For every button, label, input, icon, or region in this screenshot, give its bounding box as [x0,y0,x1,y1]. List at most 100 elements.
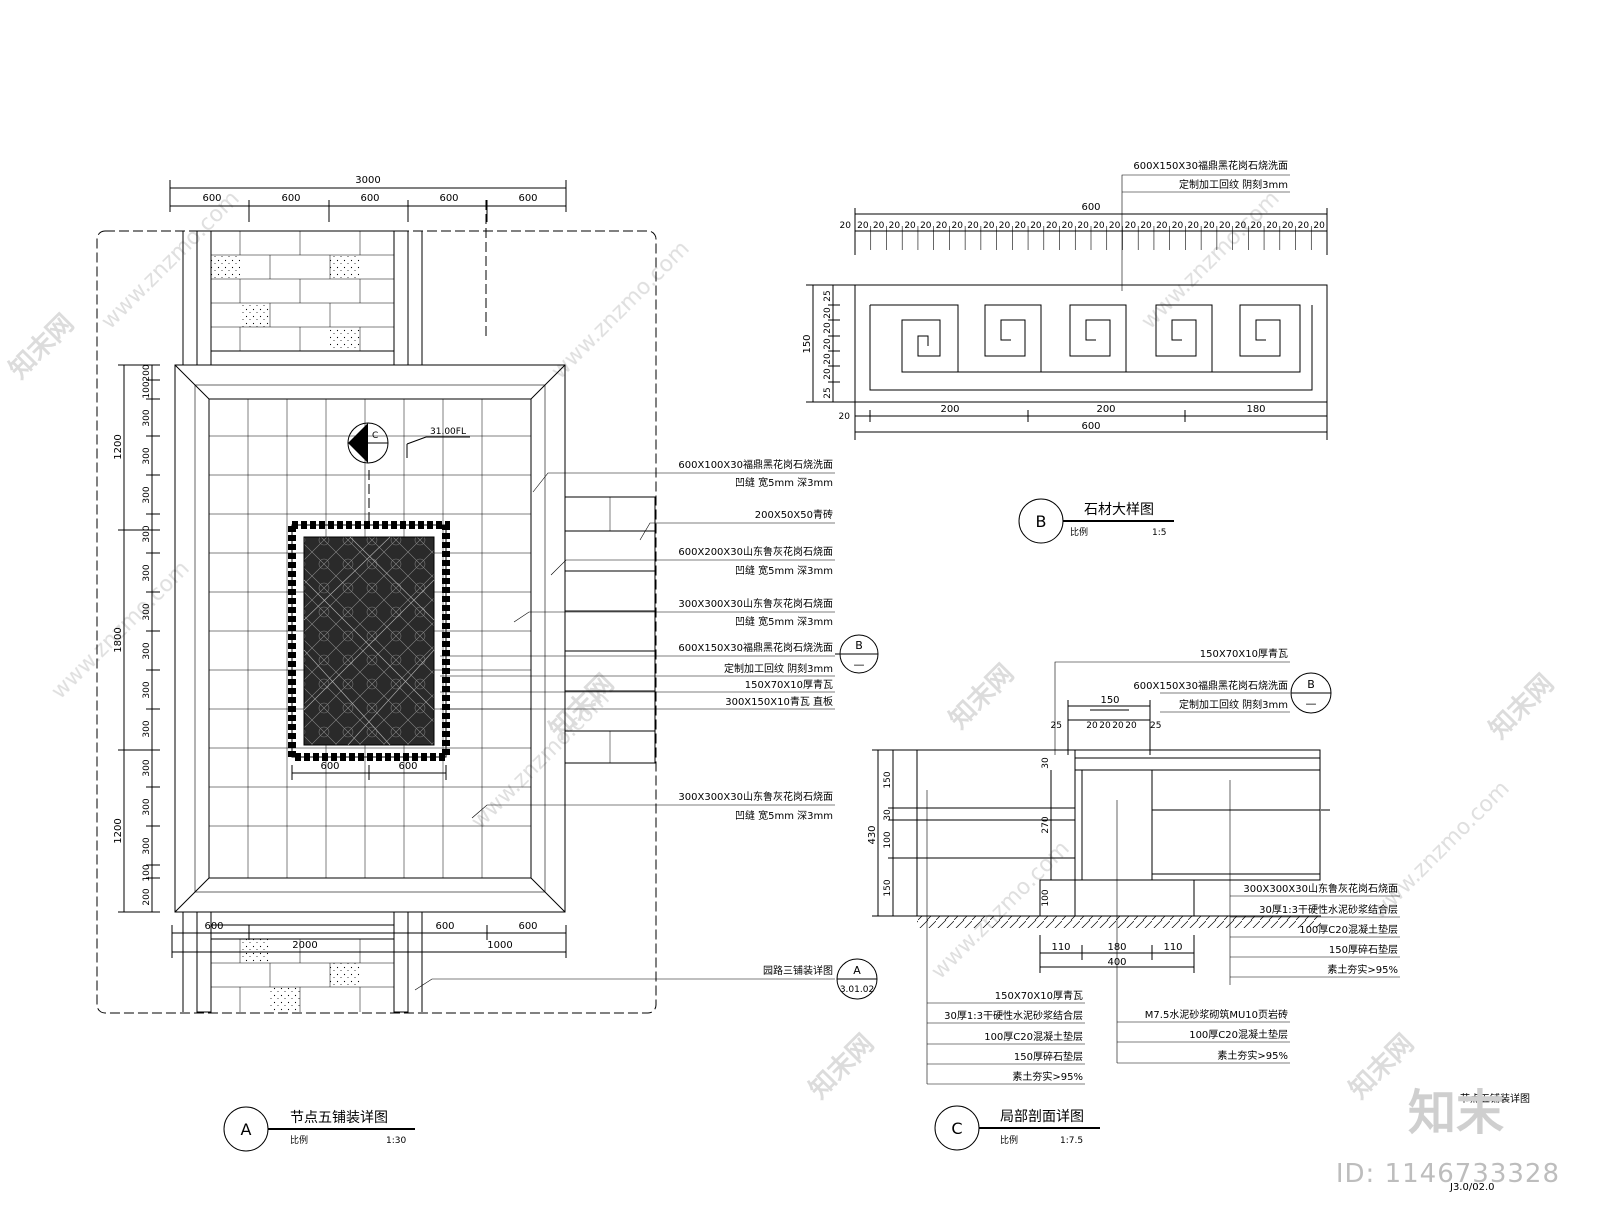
callout-top: 600X150X30福鼎黑花岗石烧洗面 [1133,679,1288,692]
scale-label: 比例 [1000,1134,1018,1146]
title-c: C 局部剖面详图 比例 1:7.5 [934,1105,1100,1151]
meander-pattern [870,304,1301,373]
tick-label: 20 [1046,221,1058,231]
dim-total: 600 [1081,202,1100,213]
top-walkway [182,230,423,366]
scale-value: 1:5 [1152,528,1166,538]
dim-segment: 600 [518,193,537,204]
callout-line1: 300X150X10青瓦 直板 [725,695,833,708]
dim-bottom: 200 [940,404,959,415]
center-dim: 600 [398,761,417,772]
dim-tick: 200 [142,888,152,905]
dim-left: 20 [823,368,833,380]
dim-tick: 300 [142,603,152,620]
tick-label: 20 [983,221,995,231]
dim-segment: 600 [281,193,300,204]
dim-left: 100 [883,831,893,848]
title-name: 局部剖面详图 [1000,1109,1084,1125]
dim-tick: 100 [142,381,152,398]
callout-line1: 300X300X30山东鲁灰花岗石烧面 [678,597,833,610]
dim-edge: 20 [839,412,851,422]
tick-label: 20 [1077,221,1089,231]
dim-bottom-total: 600 [1081,421,1100,432]
tick-label: 20 [873,221,885,231]
callout-line1: 600X200X30山东鲁灰花岗石烧面 [678,545,833,558]
bubble-b-bottom: — [854,658,865,671]
tick-label: 20 [1250,221,1262,231]
center-dim: 600 [320,761,339,772]
bubble-b-top: B [1307,678,1315,691]
callout-line2: 凹缝 宽5mm 深3mm [735,615,833,628]
watermark-brand: 知末网 [4,309,80,385]
bottom-dimensions: 600 600 600 2000 1000 [171,921,567,958]
bubble-b-bottom: — [1306,697,1317,710]
dim-tick: 300 [142,447,152,464]
watermark-site: www.znzmo.com [547,236,695,384]
title-letter: B [1036,512,1047,531]
layer-label: 150厚碎石垫层 [1014,1050,1083,1063]
mid-callouts-c: M7.5水泥砂浆砌筑MU10页岩砖 100厚C20混凝土垫层 素土夯实>95% [1116,800,1290,1064]
tick-label: 20 [1125,221,1137,231]
stamp-text: 节点五铺装详图 [1460,1092,1530,1105]
tick-label: 20 [1203,221,1215,231]
section-mark-c: C [347,422,389,464]
dim-bottom: 110 [1163,942,1182,953]
dim-top-part: 25 [1051,721,1062,731]
layer-label: 100厚C20混凝土垫层 [1299,923,1398,936]
layer-label: 30厚1:3干硬性水泥砂浆结合层 [944,1009,1083,1022]
layer-label: 150X70X10厚青瓦 [995,989,1083,1002]
section-body [916,749,1330,928]
title-name: 节点五铺装详图 [290,1110,388,1126]
tick-label: 20 [1266,221,1278,231]
elevation-label: 31.00FL [430,427,466,437]
left-dimensions: 1200 1800 1200 200 100 300 300 300 300 3… [113,364,160,913]
title-name: 石材大样图 [1084,502,1154,518]
section-letter: C [372,431,378,441]
dim-left: 20 [823,338,833,350]
watermark-site: www.znzmo.com [1367,776,1515,924]
title-b: B 石材大样图 比例 1:5 [1018,498,1174,544]
title-a: A 节点五铺装详图 比例 1:30 [223,1106,415,1152]
tick-label: 20 [840,221,852,231]
callout-line1: 300X300X30山东鲁灰花岗石烧面 [678,790,833,803]
meander-stone [854,284,1328,403]
callout-line2: 定制加工回纹 阴刻3mm [1179,178,1288,191]
dim-tick: 300 [142,642,152,659]
tick-label: 20 [1093,221,1105,231]
watermark-brand: 知末网 [1484,669,1560,745]
tick-label: 20 [1062,221,1074,231]
dim-group: 1200 [113,818,124,843]
dim-left: 25 [823,387,833,398]
dim-left: 30 [883,809,893,821]
bottom-walkway [182,911,423,1013]
dim-segment: 600 [518,921,537,932]
dim-bottom: 110 [1051,942,1070,953]
title-letter: C [951,1119,962,1138]
tick-label: 20 [920,221,932,231]
callout-top: 定制加工回纹 阴刻3mm [1179,698,1288,711]
dim-segment: 600 [204,921,223,932]
dim-top-total: 150 [1100,695,1119,706]
dim-total-3000: 3000 [355,175,380,186]
top-dimensions: 3000 600 600 600 600 600 [169,175,567,222]
dim-tick: 100 [142,864,152,881]
dim-segment: 600 [439,193,458,204]
dim-inner: 270 [1041,816,1051,833]
tick-label: 20 [1030,221,1042,231]
callout-line2: 定制加工回纹 阴刻3mm [724,662,833,675]
layer-label: 素土夯实>95% [1012,1070,1083,1083]
brand-logo: 知末 [1407,1085,1504,1141]
callout-line2: 凹缝 宽5mm 深3mm [735,564,833,577]
dim-left-total: 150 [802,334,813,353]
callouts-a: 600X100X30福鼎黑花岗石烧洗面 凹缝 宽5mm 深3mm 200X50X… [414,458,879,1000]
dim-tick: 300 [142,798,152,815]
dim-left: 20 [823,307,833,319]
scale-label: 比例 [290,1134,308,1146]
material-swatches [564,496,656,764]
dim-total: 2000 [292,940,317,951]
dim-tick: 300 [142,525,152,542]
dim-left-total: 430 [867,825,878,844]
dim-top-part: 20 [1086,721,1098,731]
callout-line2: 凹缝 宽5mm 深3mm [735,809,833,822]
